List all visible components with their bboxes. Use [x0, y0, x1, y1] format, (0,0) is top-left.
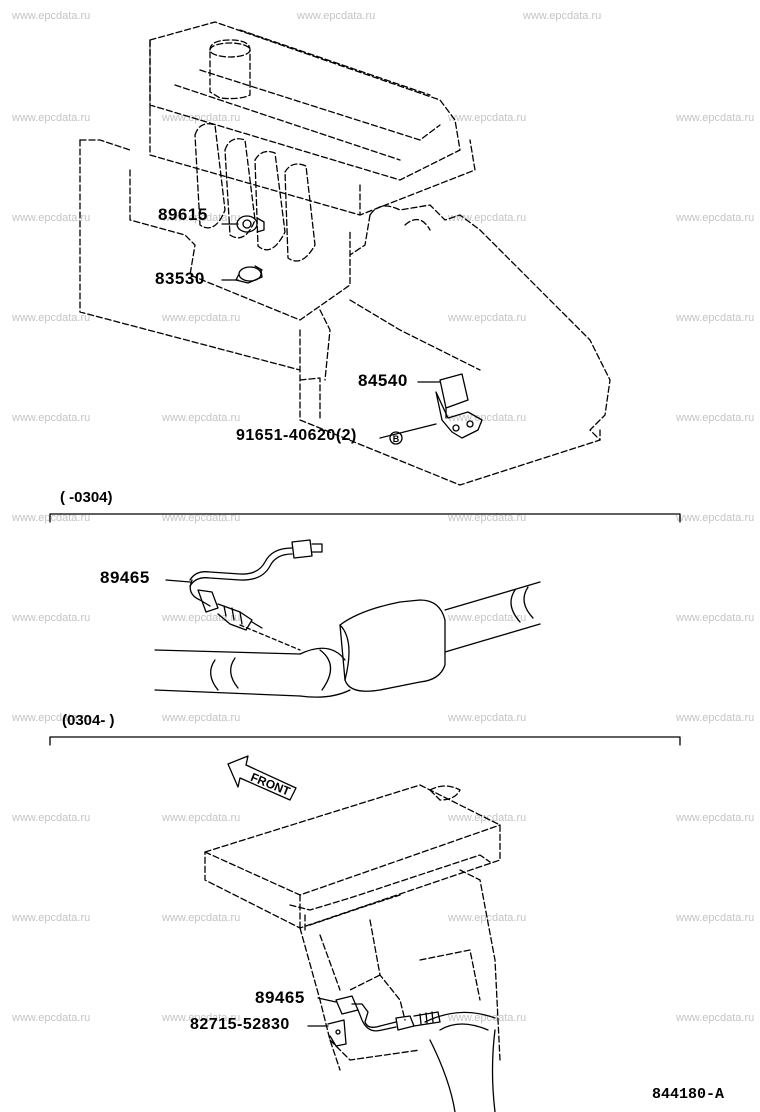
part-label-82715-52830[interactable]: 82715-52830 [190, 1016, 290, 1033]
watermark-text: www.epcdata.ru [676, 112, 755, 124]
sensor-84540-shape [435, 373, 483, 439]
watermark-text: www.epcdata.ru [162, 312, 241, 324]
watermark-text: www.epcdata.ru [12, 812, 91, 824]
section-header-from-0304: (0304- ) [62, 712, 115, 729]
watermark-text: www.epcdata.ru [162, 1012, 241, 1024]
part-label-91651-40620[interactable]: 91651-40620(2) [236, 427, 357, 444]
watermark-text: www.epcdata.ru [676, 912, 755, 924]
o2-sensor-89465-b-shape [327, 995, 441, 1047]
watermark-text: www.epcdata.ru [12, 712, 91, 724]
watermark-text: www.epcdata.ru [448, 1012, 527, 1024]
watermark-text: www.epcdata.ru [12, 10, 91, 22]
watermark-text: www.epcdata.ru [162, 912, 241, 924]
watermark-text: www.epcdata.ru [523, 10, 602, 22]
watermark-text: www.epcdata.ru [448, 612, 527, 624]
watermark-text: www.epcdata.ru [12, 912, 91, 924]
watermark-text: www.epcdata.ru [12, 112, 91, 124]
front-label: FRONT [249, 770, 293, 799]
part-label-89465-early[interactable]: 89465 [100, 568, 150, 587]
watermark-text: www.epcdata.ru [162, 412, 241, 424]
part-label-84540[interactable]: 84540 [358, 371, 408, 390]
watermark-text: www.epcdata.ru [676, 512, 755, 524]
watermark-text: www.epcdata.ru [676, 1012, 755, 1024]
watermark-text: www.epcdata.ru [12, 212, 91, 224]
drawing-id: 844180-A [652, 1086, 725, 1103]
part-label-83530[interactable]: 83530 [155, 269, 205, 288]
watermark-text: www.epcdata.ru [12, 312, 91, 324]
watermark-text: www.epcdata.ru [162, 112, 241, 124]
exhaust-pipe-drawing [154, 581, 541, 698]
part-label-89615[interactable]: 89615 [158, 205, 208, 224]
watermark-text: www.epcdata.ru [12, 512, 91, 524]
watermark-text: www.epcdata.ru [448, 112, 527, 124]
sensor-83530-shape [235, 265, 263, 284]
watermark-text: www.epcdata.ru [448, 912, 527, 924]
watermark-text: www.epcdata.ru [448, 412, 527, 424]
lower-engine-drawing [204, 784, 501, 1071]
watermark-text: www.epcdata.ru [676, 612, 755, 624]
watermark-text: www.epcdata.ru [12, 612, 91, 624]
watermark-text: www.epcdata.ru [162, 512, 241, 524]
watermark-text: www.epcdata.ru [676, 712, 755, 724]
lower-exhaust-pipe [424, 1011, 496, 1112]
part-label-89465-late[interactable]: 89465 [255, 988, 305, 1007]
section-header-upto-0304: ( -0304) [60, 489, 113, 506]
engine-block-drawing [79, 21, 611, 486]
front-arrow [227, 755, 297, 801]
watermark-text: www.epcdata.ru [676, 812, 755, 824]
watermark-text: www.epcdata.ru [448, 712, 527, 724]
watermark-text: www.epcdata.ru [162, 712, 241, 724]
watermark-text: www.epcdata.ru [676, 212, 755, 224]
watermark-text: www.epcdata.ru [12, 412, 91, 424]
watermark-text: www.epcdata.ru [297, 10, 376, 22]
bolt-marker: B [393, 434, 400, 444]
watermark-text: www.epcdata.ru [676, 412, 755, 424]
o2-sensor-89465-a-shape [189, 539, 323, 631]
watermark-text: www.epcdata.ru [162, 612, 241, 624]
watermark-text: www.epcdata.ru [162, 812, 241, 824]
watermark-text: www.epcdata.ru [162, 212, 241, 224]
watermark-text: www.epcdata.ru [448, 512, 527, 524]
watermark-text: www.epcdata.ru [676, 312, 755, 324]
watermark-text: www.epcdata.ru [448, 312, 527, 324]
watermark-text: www.epcdata.ru [12, 1012, 91, 1024]
